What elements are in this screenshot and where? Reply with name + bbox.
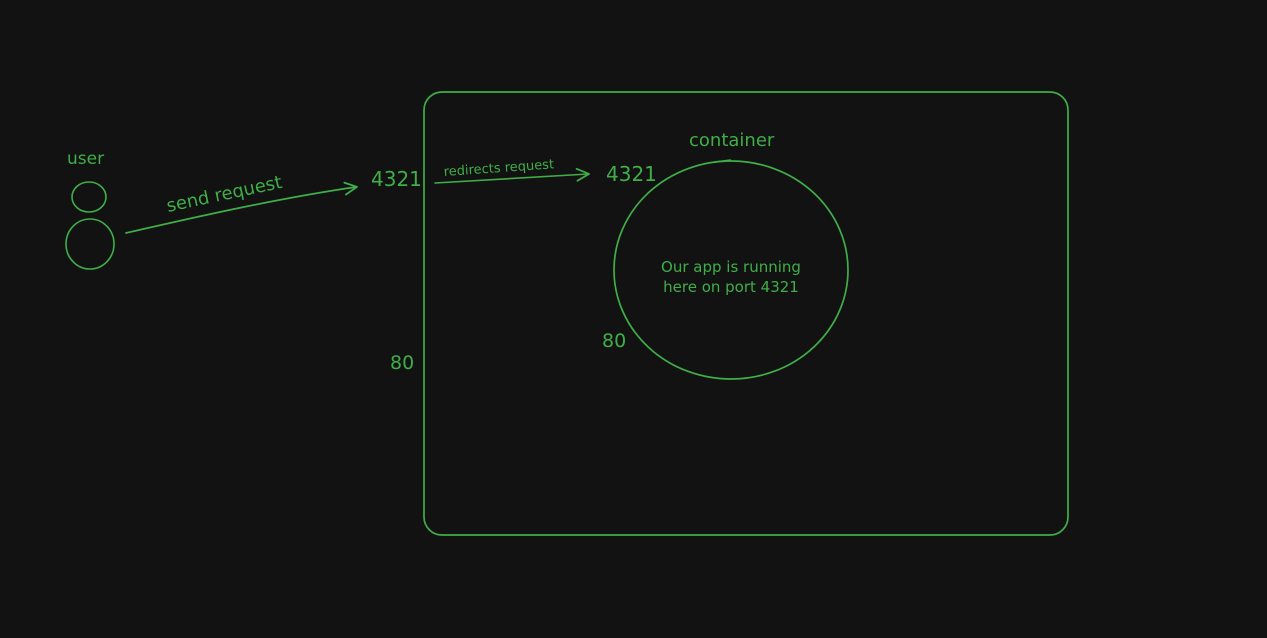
container-label: container	[689, 130, 775, 151]
send-request-label: send request	[165, 172, 284, 217]
app-port-4321: 4321	[606, 162, 657, 186]
container-box	[423, 91, 1069, 536]
app-description-line2: here on port 4321	[663, 278, 799, 296]
app-description-line1: Our app is running	[661, 258, 801, 276]
send-request-arrow	[125, 181, 358, 234]
redirects-request-arrow	[434, 167, 590, 184]
user-icon	[65, 181, 115, 270]
host-port-80: 80	[390, 352, 414, 374]
host-port-4321: 4321	[371, 167, 422, 191]
app-port-80: 80	[602, 330, 626, 352]
user-label: user	[67, 149, 104, 169]
user-body	[65, 218, 115, 270]
user-head	[71, 181, 107, 213]
app-circle	[613, 160, 849, 380]
app-circle-notch	[713, 159, 732, 163]
